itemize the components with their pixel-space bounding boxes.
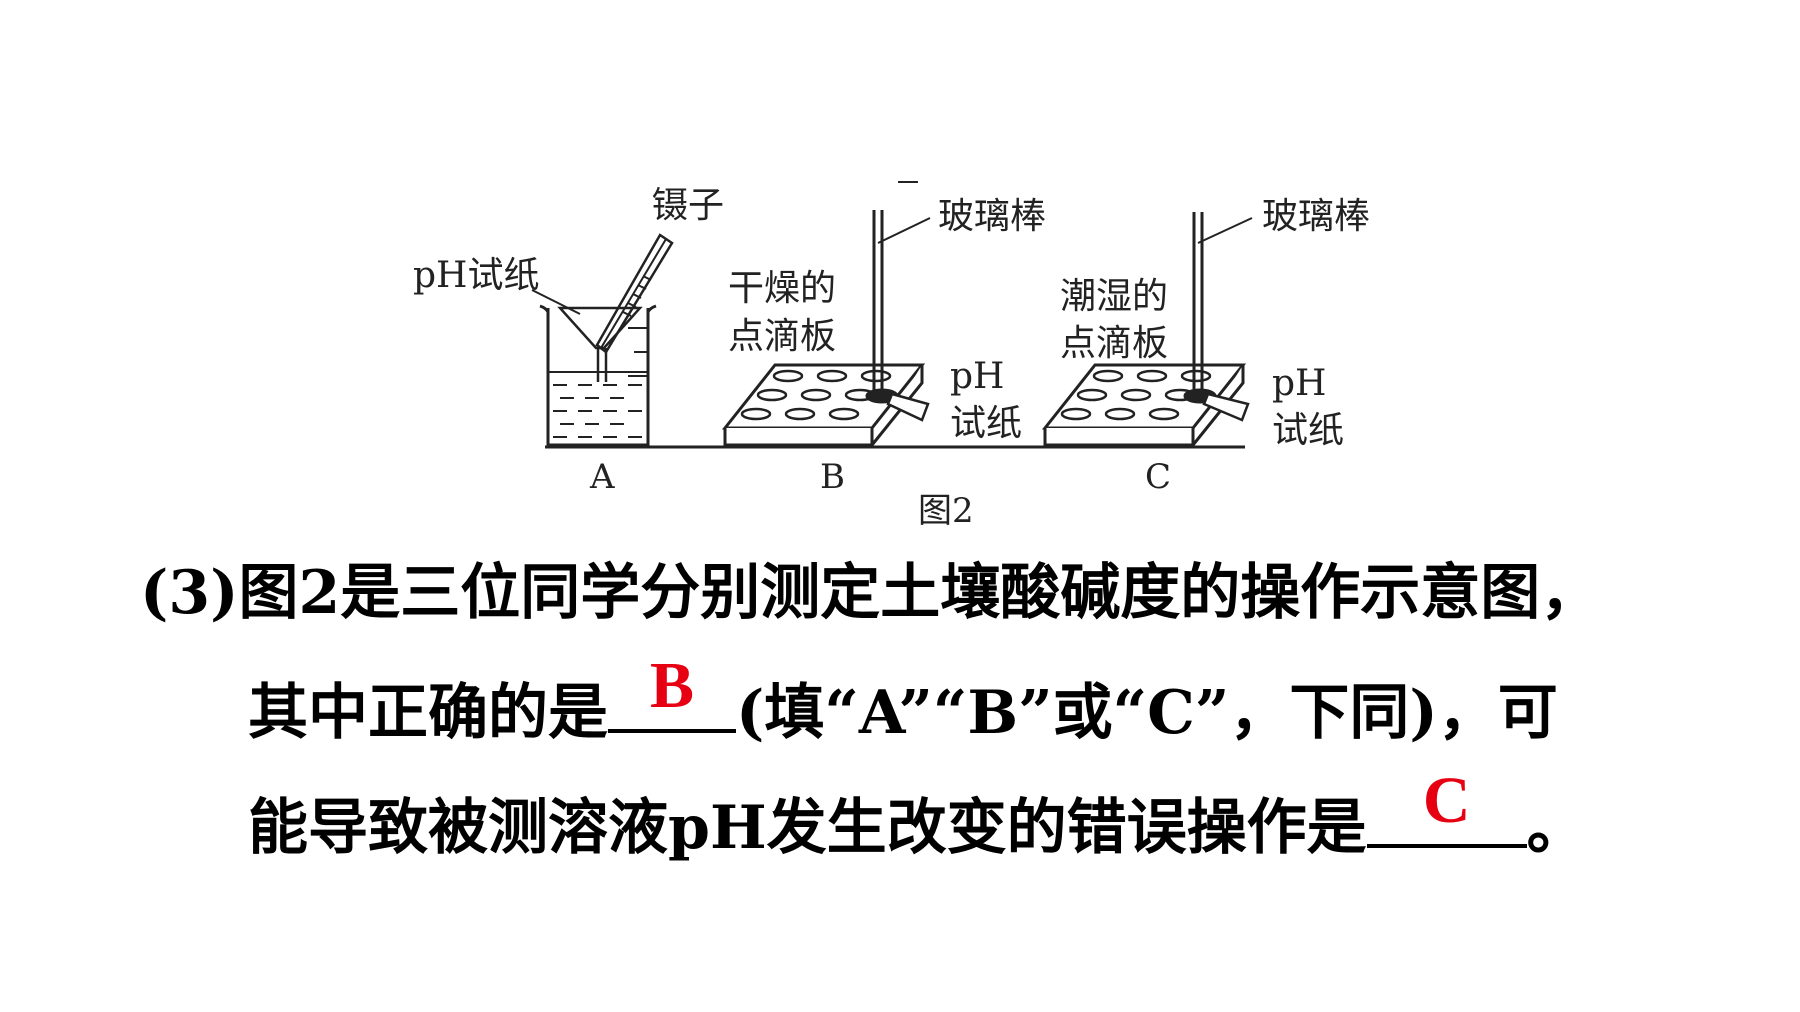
letter-b: B [820,457,845,497]
answer-blank-1: B [608,651,736,733]
label-dry-plate-2: 点滴板 [728,316,836,357]
question-line-1: (3)图2是三位同学分别测定土壤酸碱度的操作示意图， [140,558,1600,628]
setup-c-spot-plate [1041,212,1253,447]
label-tweezers: 镊子 [652,185,724,226]
label-ph-c-2: 试纸 [1272,410,1344,451]
question-text-2b: (填“A”“B”或“C”，下同)，可 [736,678,1558,748]
question-line-2: 其中正确的是 B (填“A”“B”或“C”，下同)，可 [248,651,1558,749]
letter-a: A [589,457,615,497]
label-ph-paper-a: pH试纸 [413,255,539,296]
question-line-3: 能导致被测溶液pH发生改变的错误操作是 C 。 [248,766,1587,864]
figure-caption: 图2 [918,491,974,531]
question-text-3a: 能导致被测溶液pH发生改变的错误操作是 [248,793,1367,863]
answer-1: B [649,649,695,722]
question-text-2a: 其中正确的是 [248,678,608,748]
question-text-3b: 。 [1526,793,1587,863]
answer-blank-2: C [1366,766,1527,848]
label-ph-c-1: pH [1272,363,1326,404]
setup-a-beaker [531,233,674,447]
letter-c: C [1145,457,1171,497]
label-wet-plate-1: 潮湿的 [1060,276,1168,317]
setup-b-spot-plate [721,181,931,447]
label-wet-plate-2: 点滴板 [1060,323,1168,364]
label-ph-b-2: 试纸 [950,403,1022,444]
question-text-1: (3)图2是三位同学分别测定土壤酸碱度的操作示意图， [140,558,1601,628]
label-glass-rod-c: 玻璃棒 [1262,196,1370,237]
answer-2: C [1422,764,1471,837]
figure-2-ph-test-diagram: 镊子 pH试纸 玻璃棒 干燥的 点滴板 pH 试纸 玻璃棒 潮湿的 点滴板 pH… [413,181,1370,531]
label-ph-b-1: pH [950,356,1004,397]
label-dry-plate-1: 干燥的 [728,268,836,309]
label-glass-rod-b: 玻璃棒 [938,196,1046,237]
